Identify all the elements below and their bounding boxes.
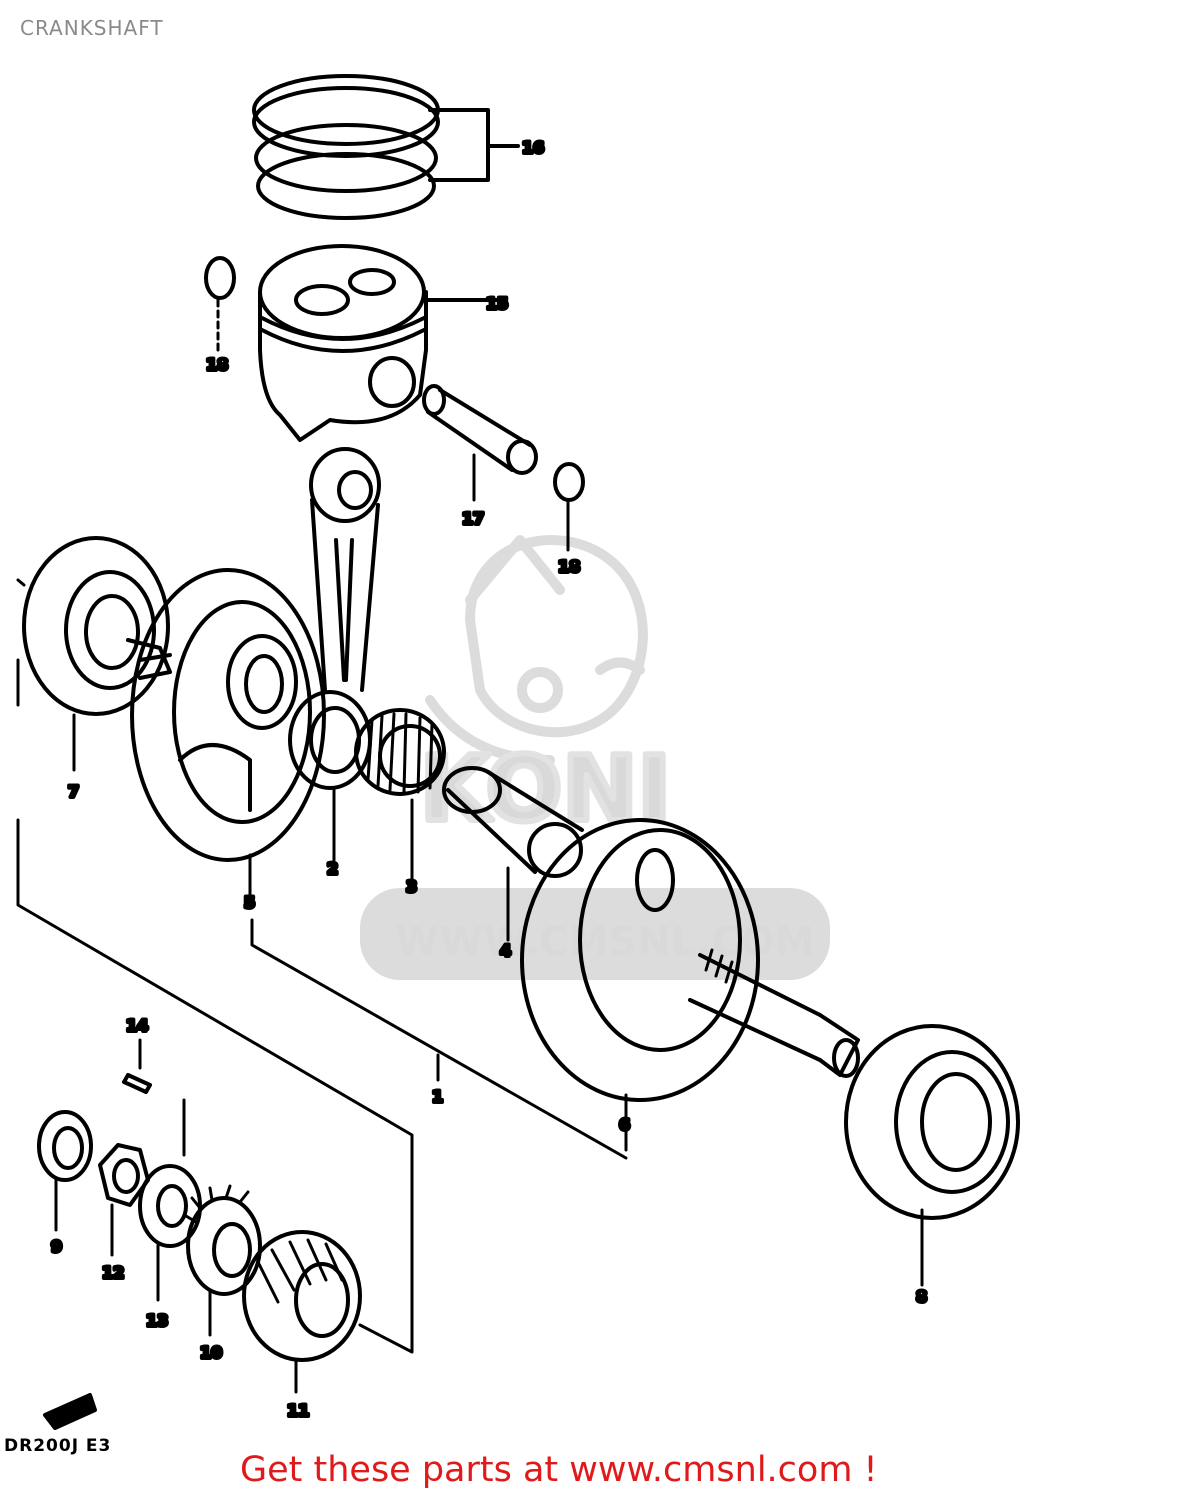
watermark: KONI xyxy=(360,535,830,980)
callout-7: 7 xyxy=(68,782,79,801)
watermark-text: WWW.CMSNL.COM xyxy=(395,919,815,965)
callout-2: 2 xyxy=(327,859,338,878)
callout-3: 3 xyxy=(406,877,417,896)
assembly-bracket-lines xyxy=(16,578,628,1354)
circlip-lower xyxy=(553,462,585,552)
callout-12: 12 xyxy=(102,1263,124,1282)
primary-drive-gear xyxy=(184,1184,262,1337)
callout-9: 9 xyxy=(51,1237,62,1256)
page-title: CRANKSHAFT xyxy=(20,16,164,40)
callout-15: 15 xyxy=(486,294,508,313)
crank-web-right xyxy=(520,818,860,1152)
front-arrow-icon xyxy=(43,1393,97,1430)
connecting-rod xyxy=(288,447,381,862)
piston xyxy=(258,244,508,442)
callout-labels: 1 2 3 4 5 6 7 8 9 10 11 12 13 14 15 16 1… xyxy=(49,136,929,1422)
mechanic-mascot-icon xyxy=(360,535,830,980)
circlip-upper xyxy=(204,256,236,352)
bearing-right xyxy=(844,1024,1020,1287)
callout-17: 17 xyxy=(462,509,484,528)
crank-pin xyxy=(442,766,584,942)
spacer xyxy=(37,1110,93,1232)
needle-bearing xyxy=(354,708,446,882)
callout-5: 5 xyxy=(244,893,255,912)
key xyxy=(122,1038,152,1094)
callout-8: 8 xyxy=(916,1287,927,1306)
piston-pin xyxy=(422,384,538,502)
piston-ring-set xyxy=(252,74,520,220)
callout-11: 11 xyxy=(287,1401,309,1420)
callout-4: 4 xyxy=(500,941,511,960)
callout-1: 1 xyxy=(432,1087,443,1106)
model-code: DR200J E3 xyxy=(4,1436,112,1456)
crank-web-left xyxy=(126,568,326,902)
promo-link[interactable]: Get these parts at www.cmsnl.com ! xyxy=(240,1450,878,1490)
callout-16: 16 xyxy=(522,138,544,157)
callout-14: 14 xyxy=(126,1016,148,1035)
callout-6: 6 xyxy=(619,1115,630,1134)
callout-13: 13 xyxy=(146,1311,168,1330)
callout-18-lower: 18 xyxy=(558,557,580,576)
drive-gear xyxy=(242,1230,362,1394)
callout-18-upper: 18 xyxy=(206,355,228,374)
callout-10: 10 xyxy=(200,1343,222,1362)
bearing-left xyxy=(22,536,170,772)
